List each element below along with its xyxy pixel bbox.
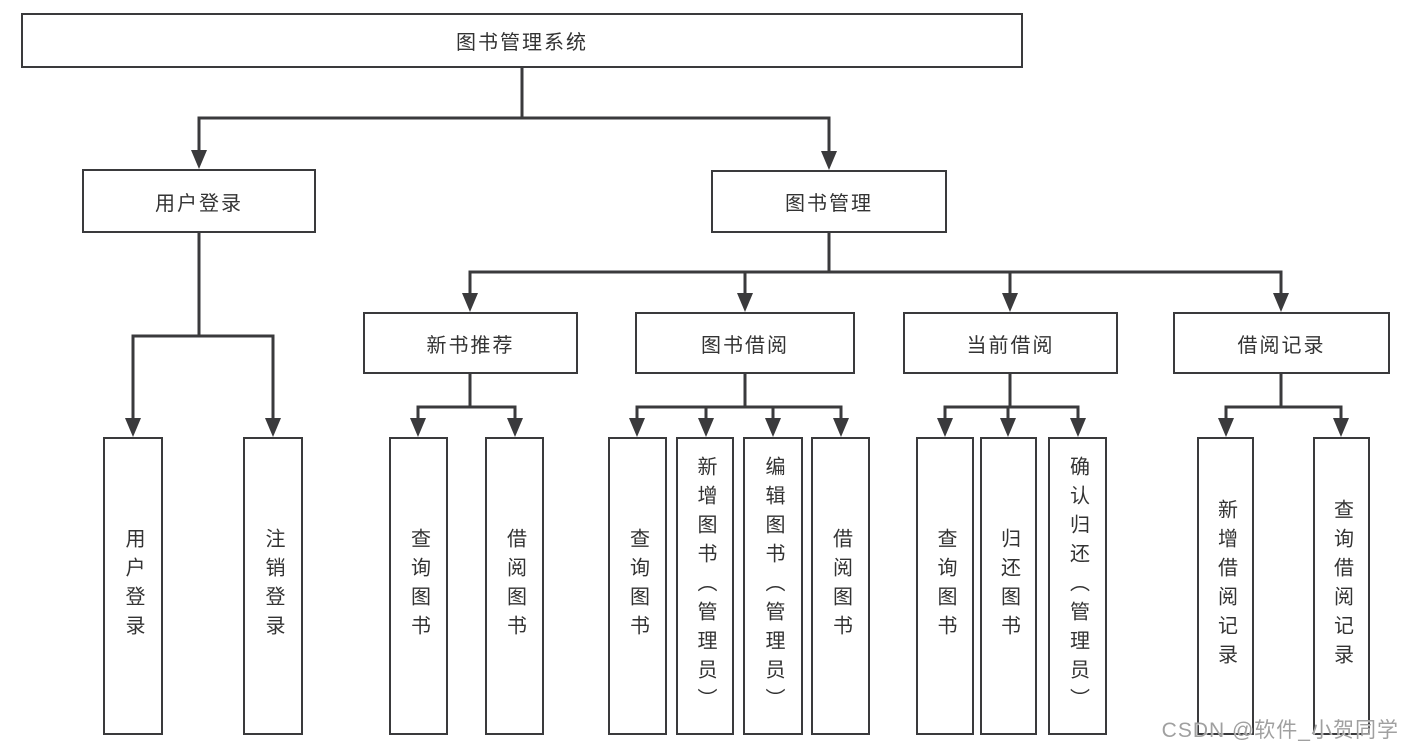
leaf-add-book-admin: 新增图书（管理员） bbox=[676, 437, 734, 735]
leaf-confirm-return-admin: 确认归还（管理员） bbox=[1048, 437, 1107, 735]
node-label: 用户登录 bbox=[122, 528, 144, 644]
leaf-query-books-recommend: 查询图书 bbox=[389, 437, 448, 735]
node-label: 图书管理系统 bbox=[456, 32, 588, 54]
node-label: 查询图书 bbox=[626, 528, 649, 644]
leaf-logout: 注销登录 bbox=[243, 437, 303, 735]
node-user-login: 用户登录 bbox=[82, 169, 316, 233]
node-label: 当前借阅 bbox=[966, 334, 1055, 357]
leaf-query-books-current: 查询图书 bbox=[916, 437, 974, 735]
leaf-query-books-borrow: 查询图书 bbox=[608, 437, 667, 735]
node-label: 查询借阅记录 bbox=[1330, 499, 1353, 673]
node-label: 查询图书 bbox=[934, 528, 956, 644]
leaf-borrow-books: 借阅图书 bbox=[811, 437, 870, 735]
leaf-edit-book-admin: 编辑图书（管理员） bbox=[743, 437, 803, 735]
node-book-management: 图书管理 bbox=[711, 170, 947, 233]
node-label: 借阅图书 bbox=[503, 528, 526, 644]
leaf-add-borrow-record: 新增借阅记录 bbox=[1197, 437, 1254, 735]
node-label: 新书推荐 bbox=[426, 334, 515, 357]
leaf-user-login: 用户登录 bbox=[103, 437, 163, 735]
leaf-query-borrow-record: 查询借阅记录 bbox=[1313, 437, 1370, 735]
node-label: 查询图书 bbox=[407, 528, 430, 644]
node-book-borrow: 图书借阅 bbox=[635, 312, 855, 374]
node-label: 归还图书 bbox=[997, 528, 1020, 644]
node-label: 图书管理 bbox=[785, 193, 873, 215]
node-label: 图书借阅 bbox=[701, 334, 789, 357]
node-current-borrow: 当前借阅 bbox=[903, 312, 1118, 374]
node-new-book-recommend: 新书推荐 bbox=[363, 312, 578, 374]
node-label: 注销登录 bbox=[262, 528, 284, 644]
node-label: 新增图书（管理员） bbox=[694, 455, 716, 717]
leaf-borrow-books-recommend: 借阅图书 bbox=[485, 437, 544, 735]
node-label: 借阅记录 bbox=[1237, 334, 1326, 357]
node-label: 新增借阅记录 bbox=[1214, 499, 1237, 673]
csdn-watermark: CSDN @软件_小贺同学 bbox=[1161, 719, 1399, 742]
arrow-down-icons bbox=[125, 150, 1349, 437]
leaf-return-book: 归还图书 bbox=[980, 437, 1037, 735]
node-label: 编辑图书（管理员） bbox=[762, 455, 784, 717]
node-label: 确认归还（管理员） bbox=[1066, 455, 1089, 717]
node-borrow-records: 借阅记录 bbox=[1173, 312, 1390, 374]
node-library-system: 图书管理系统 bbox=[21, 13, 1023, 68]
node-label: 借阅图书 bbox=[829, 528, 852, 644]
node-label: 用户登录 bbox=[155, 192, 243, 215]
